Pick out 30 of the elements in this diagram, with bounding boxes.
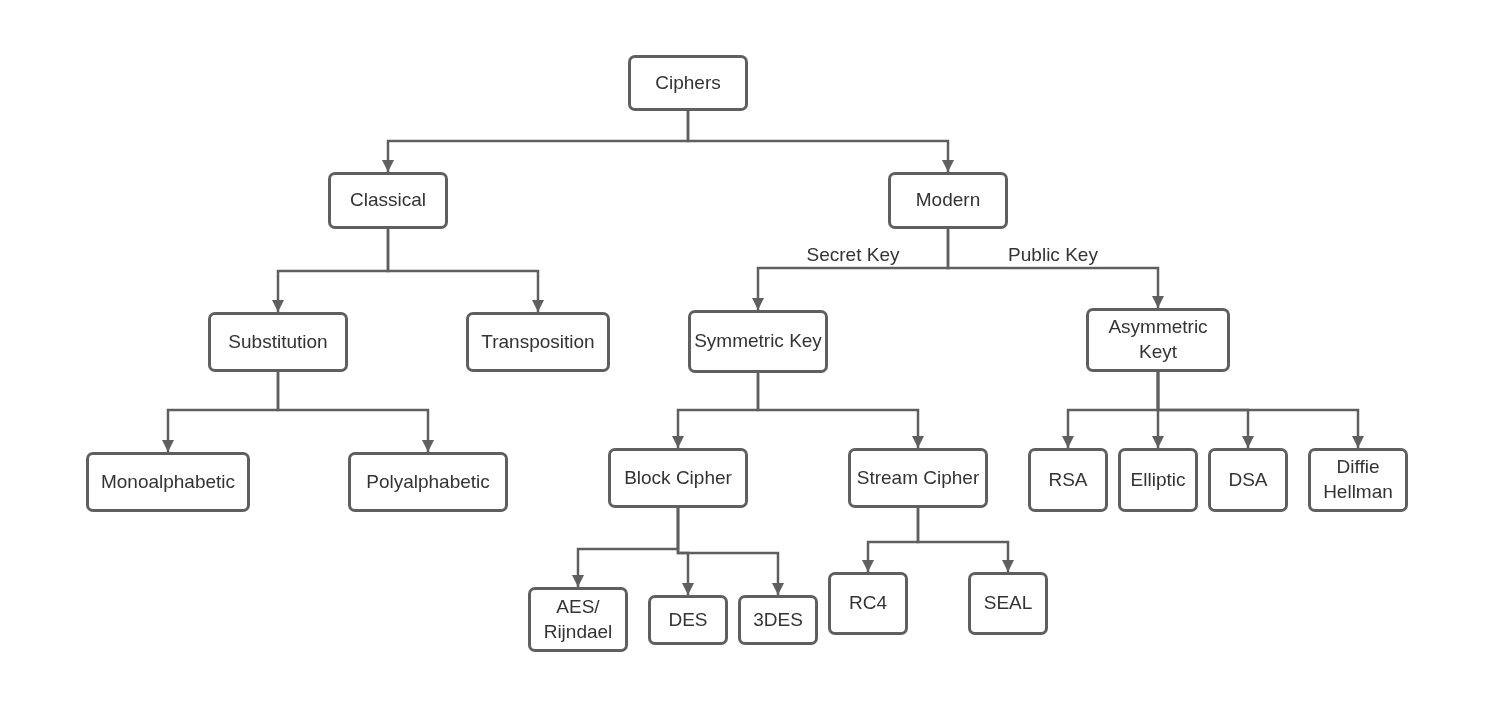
node-box: Asymmetric Keyt <box>1086 308 1230 372</box>
node-box: 3DES <box>738 595 818 645</box>
node-box: AES/ Rijndael <box>528 587 628 652</box>
node-box: DES <box>648 595 728 645</box>
arrow <box>386 229 545 312</box>
node-box: Diffie Hellman <box>1308 448 1408 512</box>
node-box: Ciphers <box>628 55 748 111</box>
node-box: RSA <box>1028 448 1108 512</box>
arrow <box>756 373 925 448</box>
node-box: Classical <box>328 172 448 229</box>
edge-label: Public Key <box>1006 245 1100 266</box>
arrow <box>276 372 435 452</box>
arrow <box>676 508 785 595</box>
node-box: Substitution <box>208 312 348 372</box>
arrow <box>686 111 955 172</box>
arrow <box>916 508 1015 572</box>
node-box: RC4 <box>828 572 908 635</box>
node-box: Symmetric Key <box>688 310 828 373</box>
node-box: DSA <box>1208 448 1288 512</box>
arrow <box>1156 372 1365 448</box>
node-box: Monoalphabetic <box>86 452 250 512</box>
node-box: Stream Cipher <box>848 448 988 508</box>
node-box: Modern <box>888 172 1008 229</box>
node-box: Block Cipher <box>608 448 748 508</box>
node-box: Polyalphabetic <box>348 452 508 512</box>
edge-label: Secret Key <box>804 245 902 266</box>
arrow <box>946 229 1165 308</box>
node-box: Transposition <box>466 312 610 372</box>
node-box: SEAL <box>968 572 1048 635</box>
node-box: Elliptic <box>1118 448 1198 512</box>
